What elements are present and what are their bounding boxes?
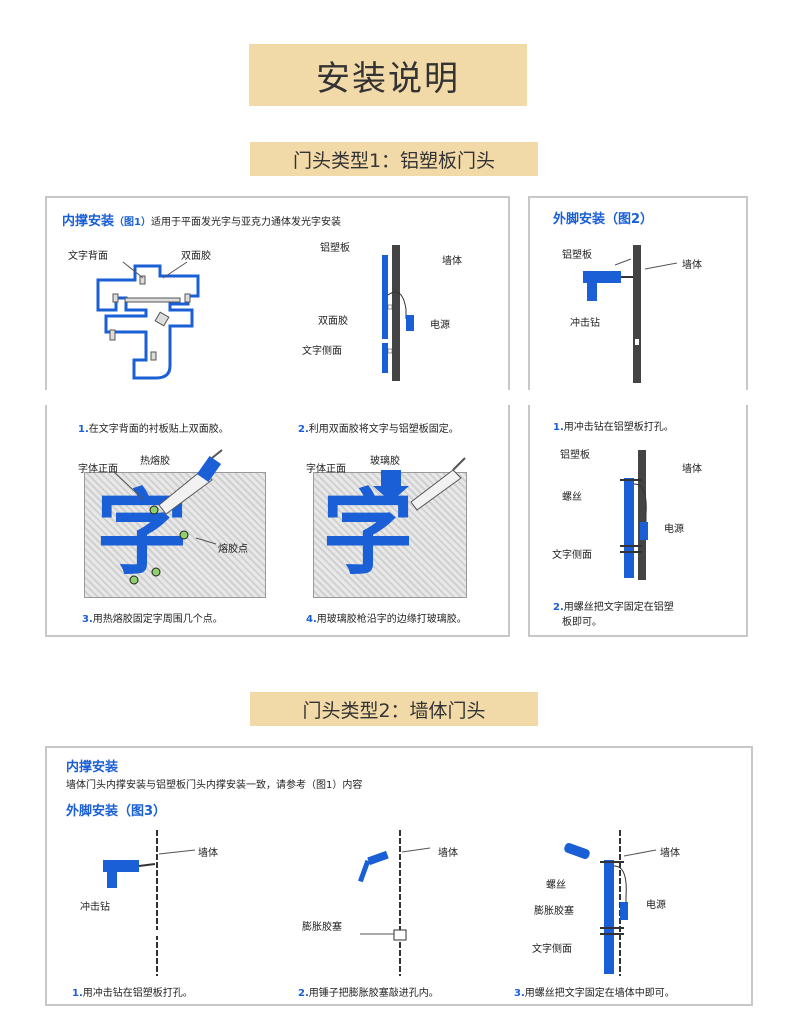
step4-caption: 4.用玻璃胶枪沿字的边缘打玻璃胶。 [306, 614, 467, 625]
outer-step2-caption: 2.用螺丝把文字固定在铝塑 [553, 602, 674, 613]
label-wall: 墙体 [442, 256, 462, 267]
type1-title: 门头类型1：铝塑板门头 [250, 142, 538, 176]
fig3-label-plug2: 膨胀胶塞 [534, 906, 574, 917]
outer-label-side: 文字侧面 [552, 550, 592, 561]
step1-caption: 1.在文字背面的衬板贴上双面胶。 [78, 424, 229, 435]
label-power: 电源 [430, 320, 450, 331]
page-title: 安装说明 [249, 44, 527, 106]
fig3-label-wall3: 墙体 [660, 848, 680, 859]
outer-install-heading: 外脚安装（图2） [553, 212, 654, 227]
fig3-label-wall2: 墙体 [438, 848, 458, 859]
step4-label-glass: 玻璃胶 [370, 456, 400, 467]
side-section-diagram [382, 245, 414, 381]
outer-label-power: 电源 [664, 524, 684, 535]
wall-outer-heading: 外脚安装（图3） [66, 804, 167, 819]
outer-label-wall: 墙体 [682, 464, 702, 475]
step4-char: 字 [322, 480, 415, 587]
outer-label-panel: 铝塑板 [560, 450, 590, 461]
step2-caption: 2.利用双面胶将文字与铝塑板固定。 [298, 424, 459, 435]
fig3-label-side: 文字侧面 [532, 944, 572, 955]
outer-step1-caption: 1.用冲击钻在铝塑板打孔。 [553, 422, 674, 433]
outer-label-screw: 螺丝 [562, 492, 582, 503]
step3-label-hotglue: 热熔胶 [140, 456, 170, 467]
wall-inner-desc: 墙体门头内撑安装与铝塑板门头内撑安装一致，请参考（图1）内容 [66, 780, 363, 791]
step3-glue-points [113, 449, 223, 585]
inner-install-panel [45, 196, 510, 390]
fig3-label-wall1: 墙体 [198, 848, 218, 859]
label-tape: 双面胶 [181, 251, 211, 262]
wall-screw-diagram [564, 830, 657, 976]
fig2-label-drill: 冲击钻 [570, 318, 600, 329]
label-tape2: 双面胶 [318, 316, 348, 327]
fig2-label-wall: 墙体 [682, 260, 702, 271]
label-panel: 铝塑板 [320, 243, 350, 254]
outer-step2-caption-line2: 板即可。 [562, 617, 602, 628]
fig3-label-drill: 冲击钻 [80, 902, 110, 913]
fig3-label-screw: 螺丝 [546, 880, 566, 891]
fig3-step2-caption: 2.用锤子把膨胀胶塞敲进孔内。 [298, 988, 439, 999]
label-back: 文字背面 [68, 251, 108, 262]
step3-label-front: 字体正面 [78, 464, 118, 475]
fig2-label-panel: 铝塑板 [562, 250, 592, 261]
wall-inner-heading: 内撑安装 [66, 760, 119, 775]
fig3-step3-caption: 3.用螺丝把文字固定在墙体中即可。 [514, 988, 675, 999]
screw-diagram [620, 450, 648, 580]
char-back-diagram [96, 261, 200, 380]
step3-caption: 3.用热熔胶固定字周围几个点。 [82, 614, 223, 625]
drill-diagram [583, 245, 678, 383]
fig3-step1-caption: 1.用冲击钻在铝塑板打孔。 [72, 988, 193, 999]
wall-hammer-diagram [358, 830, 431, 976]
step4-label-front: 字体正面 [306, 464, 346, 475]
type2-title: 门头类型2：墙体门头 [250, 692, 538, 726]
step3-label-point: 熔胶点 [218, 544, 248, 555]
step4-glue-gun [373, 457, 466, 511]
inner-install-heading: 内撑安装（图1）适用于平面发光字与亚克力通体发光字安装 [62, 214, 341, 229]
fig3-label-power: 电源 [646, 900, 666, 911]
label-side: 文字侧面 [302, 346, 342, 357]
wall-drill-diagram [103, 830, 196, 976]
fig3-label-plug: 膨胀胶塞 [302, 922, 342, 933]
